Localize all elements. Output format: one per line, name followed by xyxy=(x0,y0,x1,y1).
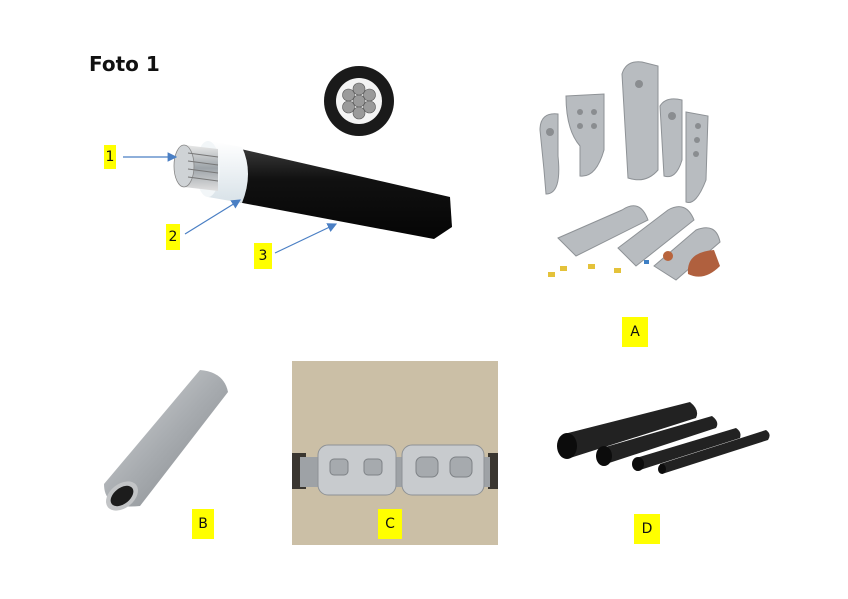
photo-b-splice-sleeve xyxy=(104,370,228,511)
callout-label-2: 2 xyxy=(166,224,180,250)
callout-label-3: 3 xyxy=(254,243,272,269)
photo-label-c: C xyxy=(378,509,402,539)
page-title: Foto 1 xyxy=(89,52,160,76)
cable-cross-section-icon xyxy=(324,66,394,136)
callout-label-1: 1 xyxy=(104,145,116,169)
photo-label-a: A xyxy=(622,317,648,347)
photo-label-d: D xyxy=(634,514,660,544)
photo-d-heat-shrink-tubes xyxy=(557,402,770,474)
cable-illustration xyxy=(173,141,452,239)
photo-label-b: B xyxy=(192,509,214,539)
photo-a-cable-lugs xyxy=(536,60,721,282)
